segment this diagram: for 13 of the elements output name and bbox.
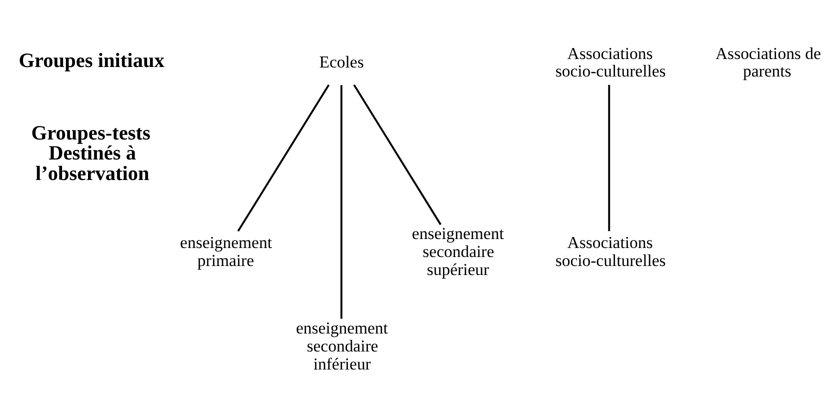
- node-text: Ecoles: [319, 52, 364, 72]
- node-text: enseignement secondaire inférieur: [296, 318, 388, 373]
- node-text: Associations socio-culturelles: [555, 232, 666, 270]
- node-text: Associations socio-culturelles: [555, 43, 666, 80]
- label: Groupes-tests Destinés à l’observation: [31, 122, 150, 184]
- connector: [340, 84, 342, 318]
- node-text: enseignement secondaire supérieur: [412, 224, 504, 279]
- node-text: enseignement primaire: [180, 232, 272, 270]
- connector: [237, 84, 330, 232]
- label: Groupes initiaux: [18, 50, 164, 72]
- connector: [608, 84, 610, 231]
- node-text: Associations de parents: [715, 43, 821, 80]
- connector: [353, 84, 442, 225]
